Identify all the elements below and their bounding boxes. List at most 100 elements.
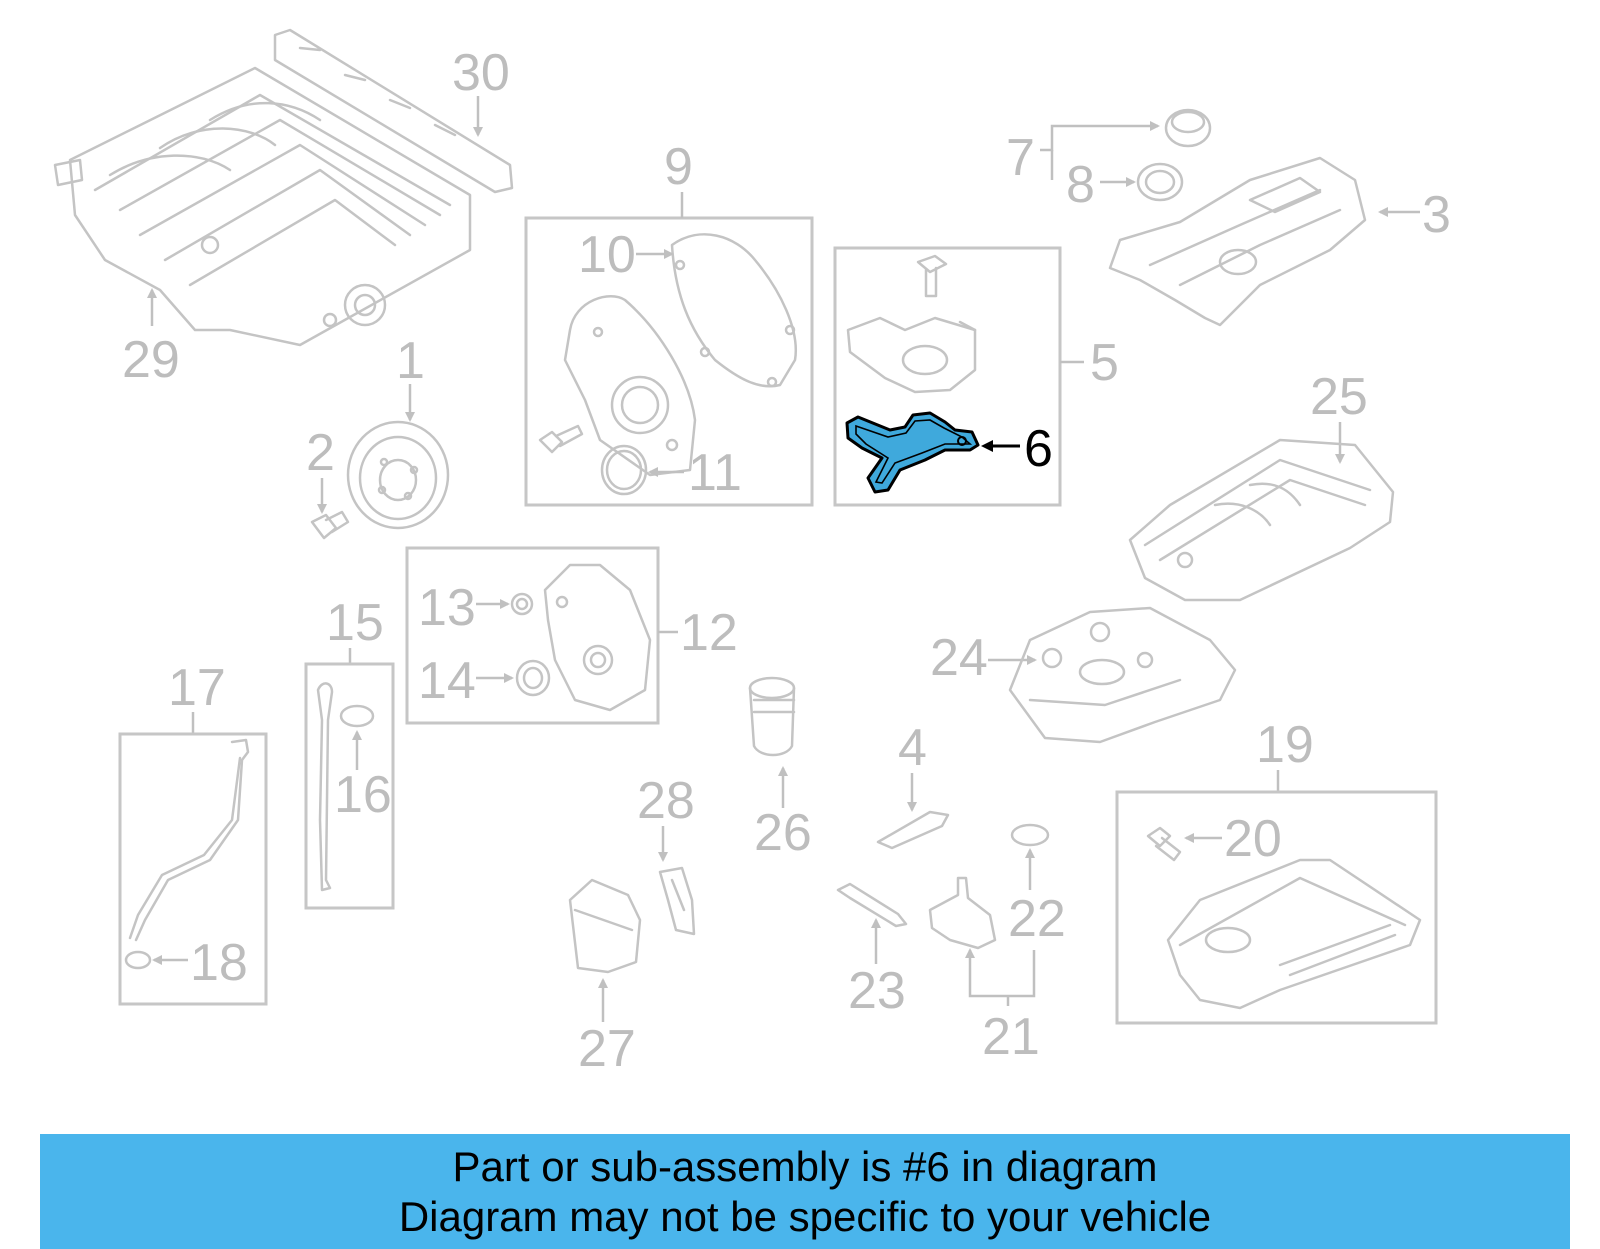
- box-19: [1115, 790, 1438, 1025]
- svg-text:24: 24: [930, 629, 988, 687]
- pulley-part: [346, 420, 450, 530]
- label-23: 23: [848, 918, 906, 1020]
- svg-text:8: 8: [1066, 156, 1095, 214]
- label-12: 12: [658, 604, 738, 662]
- label-21: 21: [965, 948, 1040, 1066]
- svg-text:12: 12: [680, 604, 738, 662]
- timing-gasket-part: [670, 233, 798, 388]
- banner-line-part-number: Part or sub-assembly is #6 in diagram: [452, 1143, 1158, 1190]
- oil-pan-part: [1166, 858, 1422, 1010]
- box-5: [833, 246, 1062, 507]
- front-cover-part: [543, 563, 652, 712]
- label-29: 29: [122, 288, 180, 389]
- svg-text:26: 26: [754, 804, 812, 862]
- label-28: 28: [637, 772, 695, 862]
- box-9: [524, 216, 814, 507]
- svg-text:9: 9: [664, 138, 693, 196]
- svg-text:17: 17: [168, 659, 226, 717]
- svg-text:16: 16: [334, 766, 392, 824]
- label-19: 19: [1256, 716, 1314, 792]
- sensor-21-part: [928, 876, 997, 950]
- svg-text:25: 25: [1310, 368, 1368, 426]
- svg-text:18: 18: [190, 934, 248, 992]
- banner-line-disclaimer: Diagram may not be specific to your vehi…: [398, 1193, 1212, 1240]
- svg-text:11: 11: [688, 444, 742, 502]
- timing-cover-part: [563, 295, 697, 477]
- svg-text:7: 7: [1006, 129, 1035, 187]
- label-7: 7: [1006, 121, 1160, 187]
- label-2: 2: [306, 424, 335, 514]
- intake-gasket-part: [273, 28, 514, 194]
- housing-bolt-part: [916, 254, 948, 298]
- label-14: 14: [418, 652, 514, 710]
- sensor-4-part: [876, 810, 950, 850]
- lower-cover-part: [1008, 606, 1237, 744]
- svg-text:6: 6: [1024, 420, 1053, 478]
- label-30: 30: [452, 44, 510, 137]
- label-18: 18: [152, 934, 248, 992]
- svg-text:10: 10: [578, 226, 636, 284]
- intake-manifold-part: [53, 66, 472, 347]
- label-15: 15: [326, 594, 384, 664]
- svg-text:1: 1: [396, 332, 425, 390]
- svg-text:30: 30: [452, 44, 510, 102]
- label-24: 24: [930, 629, 1037, 687]
- label-11: 11: [648, 444, 742, 502]
- dipstick-part: [316, 682, 334, 892]
- pulley-bolt-part: [310, 510, 350, 540]
- housing-part: [846, 316, 977, 394]
- o-ring-16-part: [339, 704, 375, 728]
- label-4: 4: [898, 719, 927, 812]
- oil-filter-part: [748, 676, 796, 757]
- svg-text:14: 14: [418, 652, 476, 710]
- label-10: 10: [578, 226, 674, 284]
- box-12: [405, 546, 660, 725]
- label-16: 16: [334, 730, 392, 824]
- label-22: 22: [1008, 848, 1066, 948]
- svg-text:4: 4: [898, 719, 927, 777]
- label-8: 8: [1066, 156, 1136, 214]
- module-27-part: [568, 878, 642, 974]
- label-1: 1: [396, 332, 425, 422]
- label-20: 20: [1184, 810, 1282, 868]
- cap-seal-part: [1136, 162, 1184, 202]
- seal-13-part: [510, 592, 534, 616]
- seal-14-part: [515, 659, 551, 697]
- svg-text:5: 5: [1090, 334, 1119, 392]
- svg-text:3: 3: [1422, 186, 1451, 244]
- label-26: 26: [754, 766, 812, 862]
- dipstick-tube-part: [128, 738, 250, 942]
- box-15: [304, 662, 395, 910]
- svg-text:27: 27: [578, 1020, 636, 1078]
- svg-text:21: 21: [982, 1008, 1040, 1066]
- svg-text:13: 13: [418, 579, 476, 637]
- svg-text:20: 20: [1224, 810, 1282, 868]
- svg-text:2: 2: [306, 424, 335, 482]
- upper-oil-pan-part: [1128, 438, 1395, 602]
- label-25: 25: [1310, 368, 1368, 464]
- o-ring-18-part: [124, 950, 152, 970]
- seal-11-part: [600, 444, 648, 496]
- label-13: 13: [418, 579, 510, 637]
- bracket-28-part: [658, 866, 696, 936]
- bolt-20-part: [1146, 826, 1182, 862]
- label-17: 17: [168, 659, 226, 734]
- info-banner: Part or sub-assembly is #6 in diagram Di…: [40, 1134, 1570, 1249]
- label-5: 5: [1060, 334, 1119, 392]
- valve-cover-part: [1108, 156, 1367, 327]
- o-ring-22-part: [1010, 823, 1050, 847]
- oil-cap-part: [1164, 108, 1212, 148]
- svg-text:28: 28: [637, 772, 695, 830]
- label-3: 3: [1378, 186, 1451, 244]
- label-6: 6: [981, 420, 1053, 478]
- svg-text:19: 19: [1256, 716, 1314, 774]
- cover-bolt-part: [538, 424, 584, 454]
- box-17: [118, 732, 268, 1006]
- svg-text:23: 23: [848, 962, 906, 1020]
- sensor-23-part: [836, 882, 908, 928]
- label-9: 9: [664, 138, 693, 218]
- gasket-6-highlighted: [845, 411, 980, 494]
- svg-text:15: 15: [326, 594, 384, 652]
- svg-text:22: 22: [1008, 890, 1066, 948]
